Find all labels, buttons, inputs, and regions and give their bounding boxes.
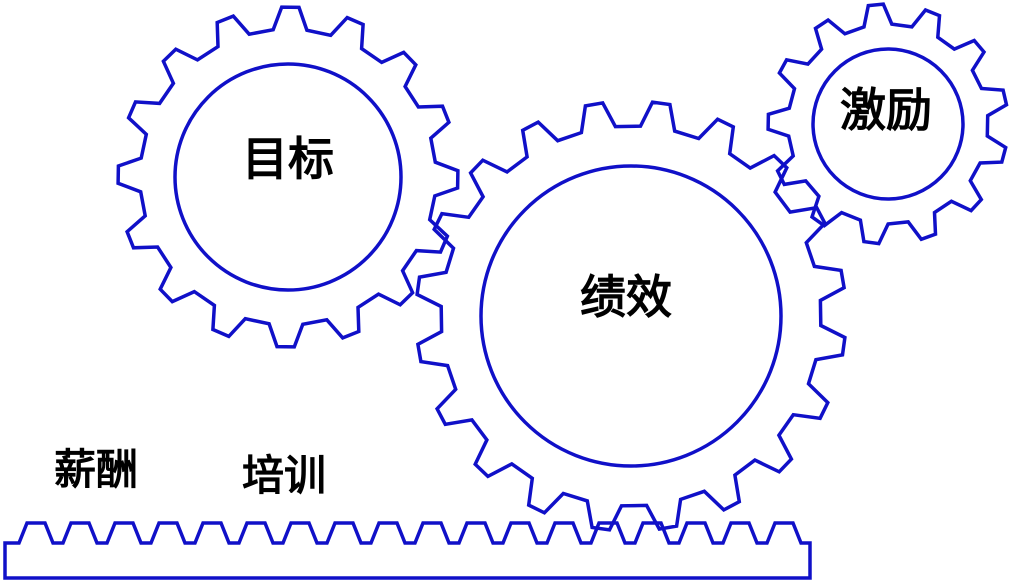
label-salary: 薪酬 [54,445,138,494]
gear-incentive [766,2,1009,246]
gear-hub-performance [479,164,783,468]
gear-teeth-incentive [766,2,1009,246]
gear-teeth-performance [415,100,847,532]
gear-label-target: 目标 [242,132,334,186]
gear-rack [3,521,812,580]
gear-hub-incentive [811,47,965,201]
label-training: 培训 [242,451,326,500]
gear-hub-target [173,62,403,292]
gear-performance [415,100,847,532]
gear-teeth-target [116,5,460,349]
gear-target [116,5,460,349]
gear-label-incentive: 激励 [840,83,932,137]
gears-group [116,2,1009,532]
gear-label-performance: 绩效 [580,270,672,324]
